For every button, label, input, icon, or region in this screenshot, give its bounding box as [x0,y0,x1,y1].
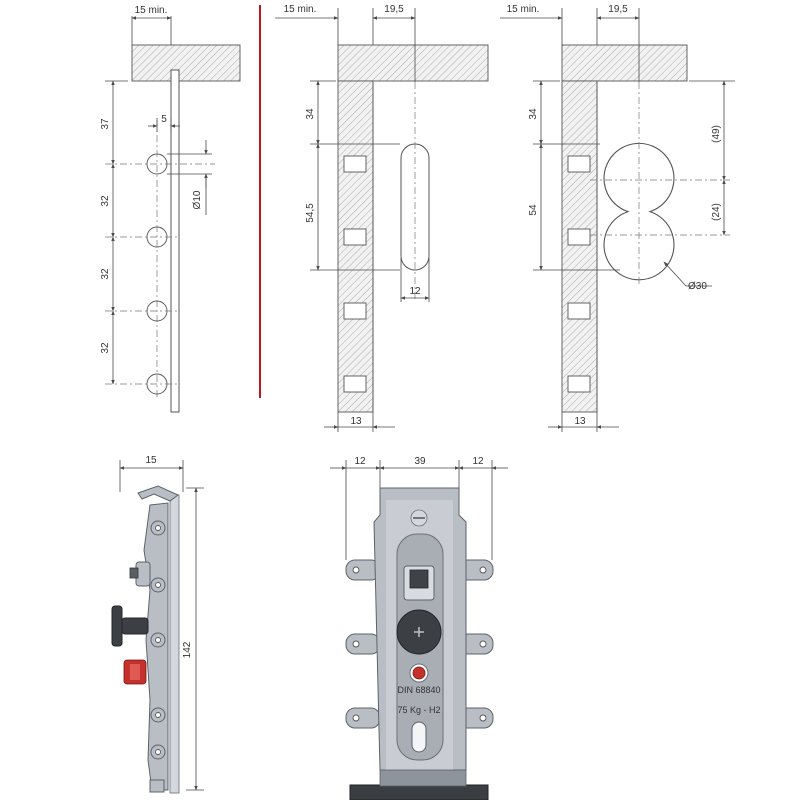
dim-12: 12 [409,286,421,297]
view-slot-cutout: 15 min. 19,5 34 54,5 12 13 [275,4,489,432]
dim-34: 34 [528,108,539,120]
view-hole-pattern: 15 min. 37 32 32 32 5 Ø10 [100,5,241,413]
hanger-top-hook [137,485,179,502]
cabinet-top-panel [337,44,489,82]
dim-13: 13 [574,416,586,427]
dim-5: 5 [161,114,167,125]
view-hanger-side: 15 142 [111,455,204,794]
side-panel-section [170,69,180,413]
side-lug-left-3 [345,707,381,729]
dim-54-5: 54,5 [305,203,316,223]
hanger-base [349,784,489,801]
cabinet-top-panel [131,44,241,82]
dim-32-b: 32 [100,268,111,280]
hanger-back-plate [169,494,180,794]
view-double-bore: 15 min. 19,5 34 54 (49) (24) Ø30 13 [500,4,735,432]
bottom-screw [149,779,165,793]
dim-dia30: Ø30 [688,281,707,292]
label-load: 75 Kg - H2 [397,705,440,715]
side-panel-section [337,80,374,413]
dim-dia10: Ø10 [192,190,203,209]
dim-12-right: 12 [472,456,484,467]
view-hanger-front: 12 39 12 DIN 68840 75 [330,456,508,801]
dim-49: (49) [711,125,722,143]
dim-24: (24) [711,203,722,221]
dim-54: 54 [528,204,539,216]
dim-15min: 15 min. [507,4,540,15]
label-din: DIN 68840 [397,685,440,695]
dim-32-a: 32 [100,195,111,207]
lower-slot [411,721,427,753]
dim-32-c: 32 [100,342,111,354]
red-adjuster [412,666,426,680]
dim-19-5: 19,5 [384,4,404,15]
side-panel-section [561,80,598,413]
dim-39: 39 [414,456,426,467]
dim-34: 34 [305,108,316,120]
dim-37: 37 [100,118,111,130]
dim-15min: 15 min. [135,5,168,16]
side-lug-left-2 [345,633,381,655]
dim-15min: 15 min. [284,4,317,15]
dim-12-left: 12 [354,456,366,467]
dim-142: 142 [182,641,193,658]
double-bore-outline [603,142,675,281]
dim-13: 13 [350,416,362,427]
adjust-knob [111,605,123,647]
cabinet-top-panel [561,44,688,82]
dim-19-5: 19,5 [608,4,628,15]
dim-15: 15 [145,455,157,466]
